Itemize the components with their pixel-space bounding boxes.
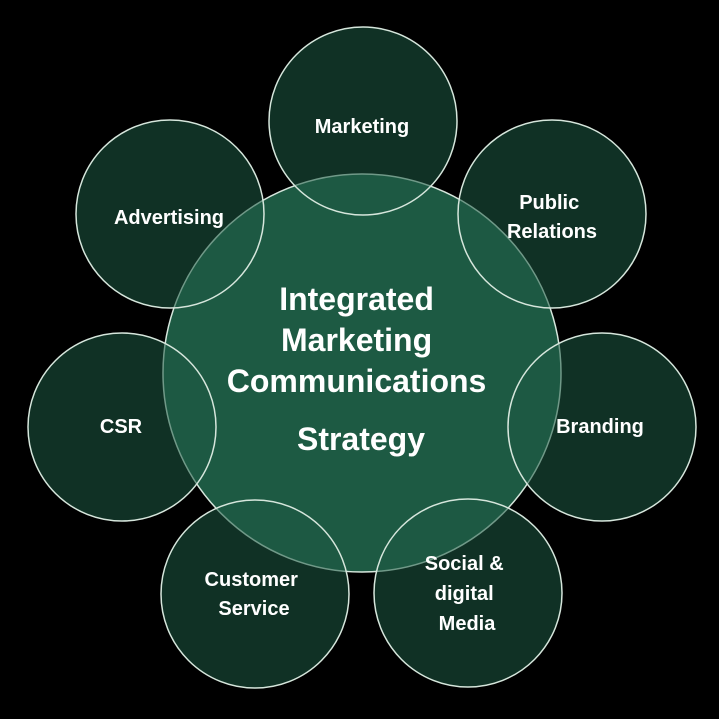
customer-service-label: Customer Service	[205, 569, 304, 620]
center-title: Integrated Marketing Communications Stra…	[227, 281, 495, 457]
customer-service-circle	[160, 499, 350, 689]
social-digital-media-label: Social & digital Media	[425, 553, 509, 635]
csr-label: CSR	[100, 416, 143, 438]
advertising-label: Advertising	[114, 207, 224, 229]
public-relations-circle	[457, 119, 647, 309]
social-digital-media-circle	[373, 498, 563, 688]
branding-circle	[507, 332, 697, 522]
marketing-label: Marketing	[315, 116, 409, 138]
public-relations-label: Public Relations	[507, 192, 597, 243]
csr-circle	[27, 332, 217, 522]
outer-labels: Marketing Public Relations Branding Soci…	[100, 116, 644, 635]
outer-circles	[27, 26, 697, 689]
marketing-circle	[268, 26, 458, 216]
branding-label: Branding	[556, 416, 644, 438]
advertising-circle	[75, 119, 265, 309]
